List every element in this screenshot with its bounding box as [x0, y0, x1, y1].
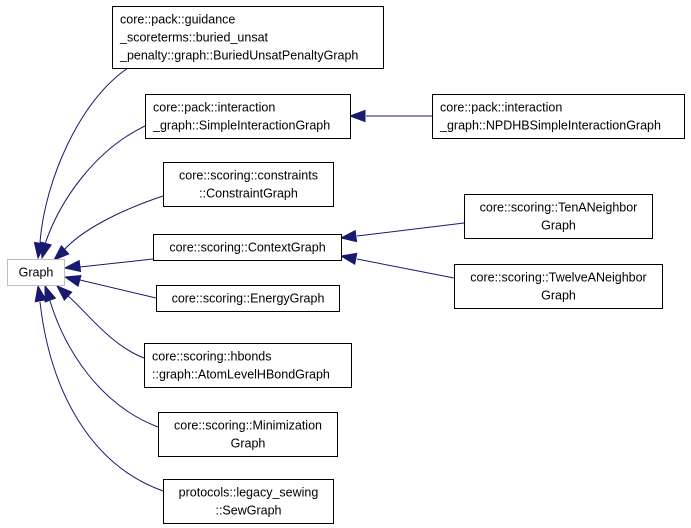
inheritance-arrowhead-icon: [34, 284, 47, 303]
inheritance-arrowhead-icon: [339, 252, 358, 265]
node-box: [464, 194, 653, 239]
node-box: [145, 94, 351, 139]
edge-line: [79, 279, 157, 299]
class-node-constraint[interactable]: core::scoring::constraints::ConstraintGr…: [163, 162, 334, 207]
node-label-line: _penalty::graph::BuriedUnsatPenaltyGraph: [119, 49, 358, 63]
edge-context-to-graph: [63, 258, 154, 273]
class-node-sew[interactable]: protocols::legacy_sewing::SewGraph: [163, 479, 334, 524]
edge-constraint-to-graph: [52, 195, 164, 261]
node-label-line: Graph: [231, 437, 266, 451]
edge-energy-to-graph: [63, 274, 157, 299]
edge-twelvea-to-context: [339, 252, 455, 279]
edge-minimization-to-graph: [44, 284, 159, 428]
nodes: Graph core::pack::guidance_scoreterms::bu…: [7, 6, 685, 524]
class-node-npdhb[interactable]: core::pack::interaction_graph::NPDHBSimp…: [432, 94, 685, 139]
root-class-node[interactable]: Graph: [7, 259, 65, 286]
node-label-line: Graph: [19, 266, 54, 280]
inheritance-arrowhead-icon: [44, 284, 57, 303]
node-label-line: _graph::SimpleInteractionGraph: [152, 119, 330, 133]
inheritance-arrowhead-icon: [63, 259, 82, 273]
inheritance-arrowhead-icon: [63, 274, 82, 287]
edge-line: [39, 301, 164, 492]
inheritance-arrowhead-icon: [55, 285, 73, 302]
node-box: [432, 94, 685, 139]
inheritance-arrowhead-icon: [339, 229, 358, 243]
class-node-hbond[interactable]: core::scoring::hbonds::graph::AtomLevelH…: [144, 343, 352, 388]
class-node-simple[interactable]: core::pack::interaction_graph::SimpleInt…: [145, 94, 351, 139]
node-label-line: core::scoring::Minimization: [174, 419, 322, 433]
node-box: [158, 412, 338, 457]
edge-line: [63, 195, 164, 251]
node-box: [156, 285, 340, 312]
class-node-context[interactable]: core::scoring::ContextGraph: [153, 234, 342, 261]
edge-hbond-to-graph: [55, 285, 145, 359]
edge-simple-to-graph: [39, 125, 146, 260]
node-box: [153, 234, 342, 261]
node-box: [454, 264, 663, 309]
node-label-line: _graph::NPDHBSimpleInteractionGraph: [439, 119, 661, 133]
inheritance-arrowhead-icon: [39, 241, 52, 260]
node-label-line: core::pack::interaction: [153, 101, 275, 115]
node-label-line: Graph: [541, 219, 576, 233]
node-label-line: ::graph::AtomLevelHBondGraph: [152, 368, 330, 382]
node-box: [163, 162, 334, 207]
edge-npdhb-to-simple: [348, 109, 432, 123]
node-label-line: core::scoring::EnergyGraph: [172, 292, 325, 306]
class-node-energy[interactable]: core::scoring::EnergyGraph: [156, 285, 340, 312]
node-box: [112, 6, 384, 69]
edge-buried-to-graph: [33, 67, 129, 260]
node-label-line: core::scoring::constraints: [179, 169, 318, 183]
node-label-line: Graph: [541, 289, 576, 303]
edge-tena-to-context: [339, 222, 465, 243]
inheritance-arrowhead-icon: [348, 109, 366, 123]
node-label-line: ::SewGraph: [215, 504, 281, 518]
node-label-line: core::scoring::hbonds: [152, 350, 272, 364]
edge-line: [49, 300, 159, 428]
node-label-line: core::pack::interaction: [440, 101, 562, 115]
edge-line: [44, 125, 146, 245]
edge-line: [356, 222, 465, 237]
node-label-line: core::scoring::ContextGraph: [169, 241, 325, 255]
node-box: [7, 259, 65, 286]
node-label-line: ::ConstraintGraph: [199, 187, 298, 201]
edge-line: [39, 67, 129, 243]
edge-line: [356, 258, 455, 279]
node-label-line: core::scoring::TwelveANeighbor: [470, 271, 646, 285]
edge-line: [67, 295, 145, 359]
class-node-buried[interactable]: core::pack::guidance_scoreterms::buried_…: [112, 6, 384, 69]
node-label-line: core::scoring::TenANeighbor: [480, 201, 638, 215]
edges: [33, 67, 465, 492]
node-box: [163, 479, 334, 524]
inheritance-arrowhead-icon: [52, 244, 70, 261]
edge-sew-to-graph: [34, 284, 164, 492]
node-label-line: core::pack::guidance: [120, 13, 235, 27]
node-label-line: _scoreterms::buried_unsat: [119, 31, 269, 45]
node-label-line: protocols::legacy_sewing: [179, 486, 319, 500]
node-box: [144, 343, 352, 388]
edge-line: [79, 258, 154, 268]
